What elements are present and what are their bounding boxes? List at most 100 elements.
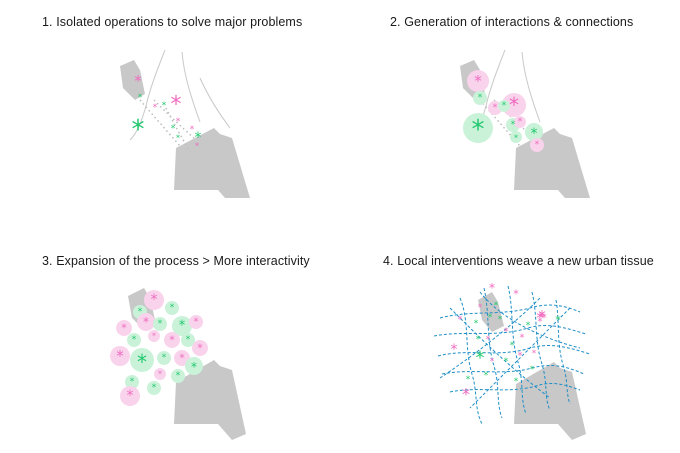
asterisk-icon: * xyxy=(127,388,134,404)
asterisk-icon: * xyxy=(152,332,156,341)
asterisk-icon: * xyxy=(158,319,163,329)
asterisk-icon: * xyxy=(176,371,181,381)
green-asterisks: * * * * * * xyxy=(132,93,202,146)
asterisk-icon: * xyxy=(132,115,145,145)
panel-4-diagram: * * * * * * * * * * * * * * * * * * * * … xyxy=(433,281,591,440)
asterisk-icon: * xyxy=(474,319,479,329)
large-building-shape xyxy=(514,362,586,440)
asterisk-icon: * xyxy=(514,377,519,387)
asterisk-icon: * xyxy=(530,365,535,375)
large-building-shape xyxy=(514,128,590,198)
asterisk-icon: * xyxy=(169,334,175,347)
asterisk-icon: * xyxy=(130,377,135,387)
interaction-halos xyxy=(110,290,208,406)
panel-2-title: 2. Generation of interactions & connecti… xyxy=(390,15,634,29)
asterisk-icon: * xyxy=(504,357,509,367)
panel-2-diagram: * * * * * * * * * * * xyxy=(460,49,590,198)
panel-3-title: 3. Expansion of the process > More inter… xyxy=(42,254,310,268)
asterisk-icon: * xyxy=(520,333,525,344)
asterisk-icon: * xyxy=(484,371,489,381)
asterisk-icon: * xyxy=(121,322,127,335)
asterisk-icon: * xyxy=(490,357,495,367)
asterisk-icon: * xyxy=(555,314,561,327)
asterisk-icon: * xyxy=(540,313,545,323)
asterisk-icon: * xyxy=(509,93,519,117)
large-building-shape xyxy=(174,128,250,198)
panel-1-title: 1. Isolated operations to solve major pr… xyxy=(42,15,303,29)
asterisk-icon: * xyxy=(170,303,175,313)
asterisk-icon: * xyxy=(153,103,158,113)
asterisk-icon: * xyxy=(143,315,149,329)
asterisk-icon: * xyxy=(476,348,485,369)
pink-asterisks: * * * * * * xyxy=(134,72,199,151)
pink-asterisks: * * * * * xyxy=(474,72,540,150)
asterisk-icon: * xyxy=(504,327,509,338)
asterisk-icon: * xyxy=(162,101,167,111)
green-asterisks: * * * * * * xyxy=(472,93,538,145)
asterisk-icon: * xyxy=(538,307,546,325)
asterisk-icon: * xyxy=(536,309,544,327)
asterisk-icon: * xyxy=(162,353,167,363)
asterisk-icon: * xyxy=(541,312,547,325)
interaction-halos xyxy=(463,70,544,152)
asterisk-icon: * xyxy=(538,317,543,328)
asterisk-icon: * xyxy=(195,142,199,151)
pink-asterisks-right: * xyxy=(538,307,546,325)
asterisk-icon: * xyxy=(134,72,142,90)
small-building-shape xyxy=(120,60,145,100)
urban-tissue-network xyxy=(433,285,591,425)
asterisk-icon: * xyxy=(486,335,491,345)
asterisk-icon: * xyxy=(171,93,182,118)
asterisk-icon: * xyxy=(116,347,124,365)
asterisk-icon: * xyxy=(493,103,498,113)
small-building-shape xyxy=(478,292,504,332)
asterisk-icon: * xyxy=(514,134,518,143)
asterisk-icon: * xyxy=(462,385,470,404)
panel-4-title: 4. Local interventions weave a new urban… xyxy=(383,254,654,268)
asterisk-icon: * xyxy=(151,292,158,308)
street-line xyxy=(153,99,195,139)
asterisk-icon: * xyxy=(498,315,503,325)
asterisk-icon: * xyxy=(197,342,203,355)
asterisk-icon: * xyxy=(518,351,523,362)
street-line xyxy=(139,99,181,147)
asterisk-icon: * xyxy=(190,125,195,135)
asterisk-icon: * xyxy=(513,288,519,301)
asterisk-icon: * xyxy=(186,335,191,345)
asterisk-icon: * xyxy=(518,117,523,127)
asterisk-icon: * xyxy=(474,72,482,90)
street-line xyxy=(199,77,231,129)
asterisk-icon: * xyxy=(476,335,481,345)
asterisk-icon: * xyxy=(535,140,540,150)
asterisk-icon: * xyxy=(526,321,531,331)
asterisk-icon: * xyxy=(158,370,162,379)
asterisk-icon: * xyxy=(179,319,186,334)
asterisk-icon: * xyxy=(511,120,516,130)
asterisk-icon: * xyxy=(194,317,199,328)
asterisk-icon: * xyxy=(137,350,147,374)
asterisk-icon: * xyxy=(191,360,197,374)
asterisk-icon: * xyxy=(451,342,458,358)
asterisk-icon: * xyxy=(478,93,483,103)
large-building-shape xyxy=(174,360,246,440)
street-line xyxy=(181,51,201,123)
asterisk-icon: * xyxy=(195,130,202,146)
green-asterisks: * * * * * * * * * * * * * * xyxy=(466,301,562,387)
asterisk-icon: * xyxy=(458,315,463,326)
asterisk-icon: * xyxy=(132,335,137,345)
asterisk-icon: * xyxy=(532,349,537,359)
pink-asterisks: * * * * * * * * * * * xyxy=(116,292,203,404)
panel-1-diagram: * * * * * * * * * * * * xyxy=(120,49,250,198)
asterisk-icon: * xyxy=(466,375,471,385)
asterisk-icon: * xyxy=(531,126,538,142)
asterisk-icon: * xyxy=(488,313,493,323)
asterisk-icon: * xyxy=(176,134,180,143)
street-line xyxy=(521,51,541,123)
asterisk-icon: * xyxy=(176,117,181,127)
asterisk-icon: * xyxy=(171,124,176,134)
asterisk-icon: * xyxy=(494,301,499,311)
asterisk-icon: * xyxy=(472,115,485,145)
asterisk-icon: * xyxy=(152,383,157,393)
asterisk-icon: * xyxy=(502,101,507,111)
asterisk-icon: * xyxy=(138,307,143,317)
